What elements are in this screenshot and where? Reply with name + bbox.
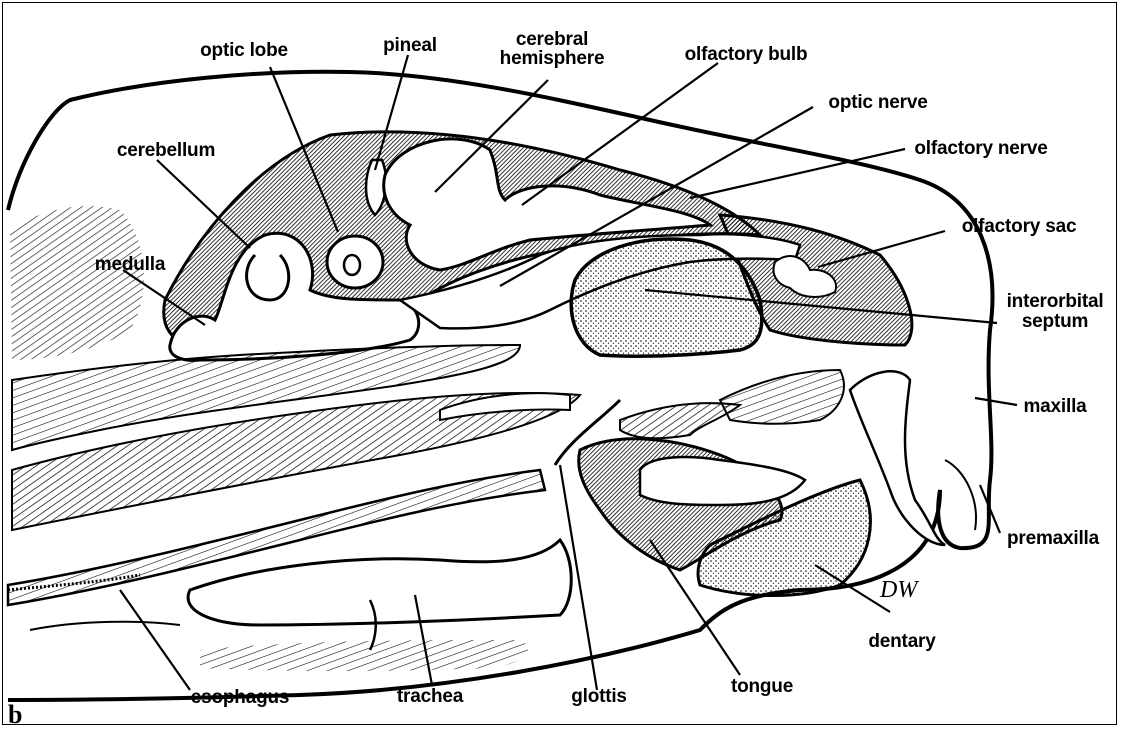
label-glottis: glottis: [571, 686, 627, 707]
label-pineal: pineal: [383, 35, 437, 56]
label-premaxilla: premaxilla: [1007, 528, 1099, 549]
label-tongue: tongue: [731, 676, 793, 697]
tongue-shape: [640, 457, 805, 505]
label-optic-lobe: optic lobe: [200, 40, 288, 61]
label-esophagus: esophagus: [191, 687, 290, 708]
label-medulla: medulla: [95, 254, 165, 275]
label-cerebellum: cerebellum: [117, 140, 215, 161]
label-olfactory-nerve: olfactory nerve: [914, 138, 1047, 159]
panel-label: b: [8, 700, 22, 729]
label-olfactory-bulb: olfactory bulb: [685, 44, 808, 65]
label-interorbital-septum: interorbital septum: [1007, 292, 1104, 332]
artist-signature: DW: [880, 577, 917, 604]
label-olfactory-sac: olfactory sac: [962, 216, 1077, 237]
label-trachea: trachea: [397, 686, 463, 707]
label-optic-nerve: optic nerve: [828, 92, 927, 113]
label-cerebral-hemisphere: cerebral hemisphere: [500, 30, 605, 68]
label-maxilla: maxilla: [1023, 396, 1086, 417]
label-dentary: dentary: [868, 631, 935, 652]
